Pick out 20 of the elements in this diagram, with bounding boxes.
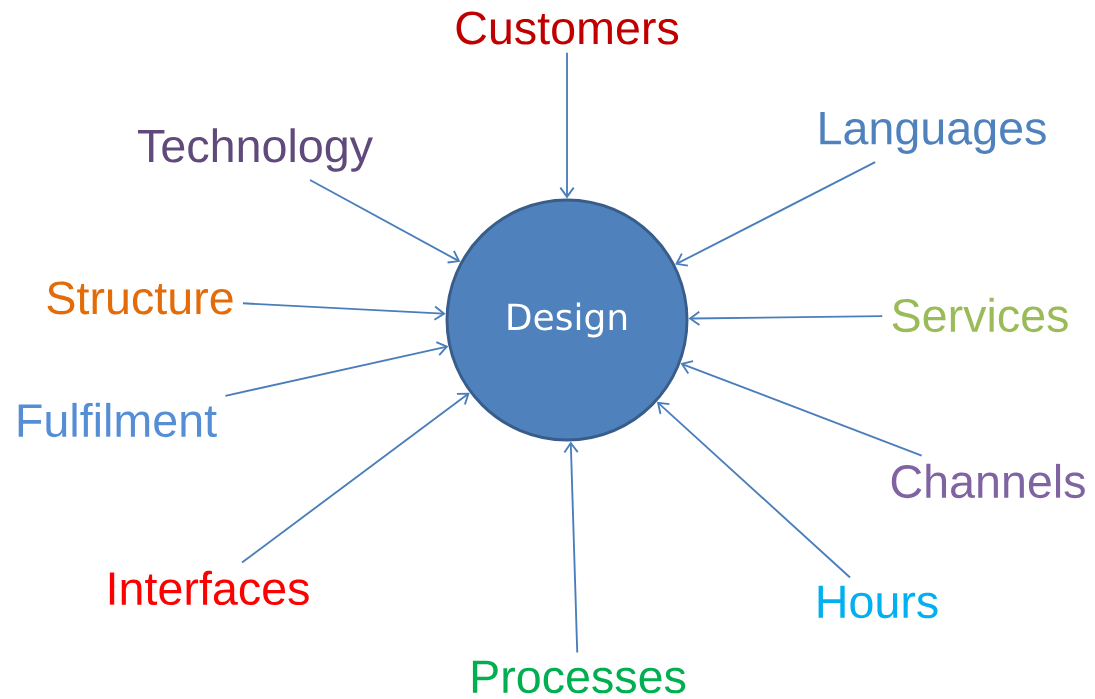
topic-label: Customers <box>456 11 679 45</box>
topic-label: Fulfilment <box>18 402 217 438</box>
arrow <box>224 341 449 397</box>
arrow <box>688 310 884 326</box>
topic-label: Interfaces <box>109 570 309 606</box>
arrow <box>675 161 877 267</box>
topic-label: Services <box>892 297 1068 333</box>
arrow <box>309 179 461 264</box>
arrow <box>563 441 579 654</box>
arrow <box>680 360 923 457</box>
arrow <box>242 302 446 321</box>
arrow <box>559 51 575 199</box>
arrow <box>241 392 470 564</box>
topic-label: Structure <box>47 281 233 315</box>
topic-label: Channels <box>891 463 1085 499</box>
topic-label: Hours <box>818 585 938 619</box>
arrow <box>656 401 851 579</box>
topic-label: Languages <box>820 112 1046 154</box>
topic-label: Technology <box>138 128 373 172</box>
topic-label: Processes <box>472 660 686 694</box>
